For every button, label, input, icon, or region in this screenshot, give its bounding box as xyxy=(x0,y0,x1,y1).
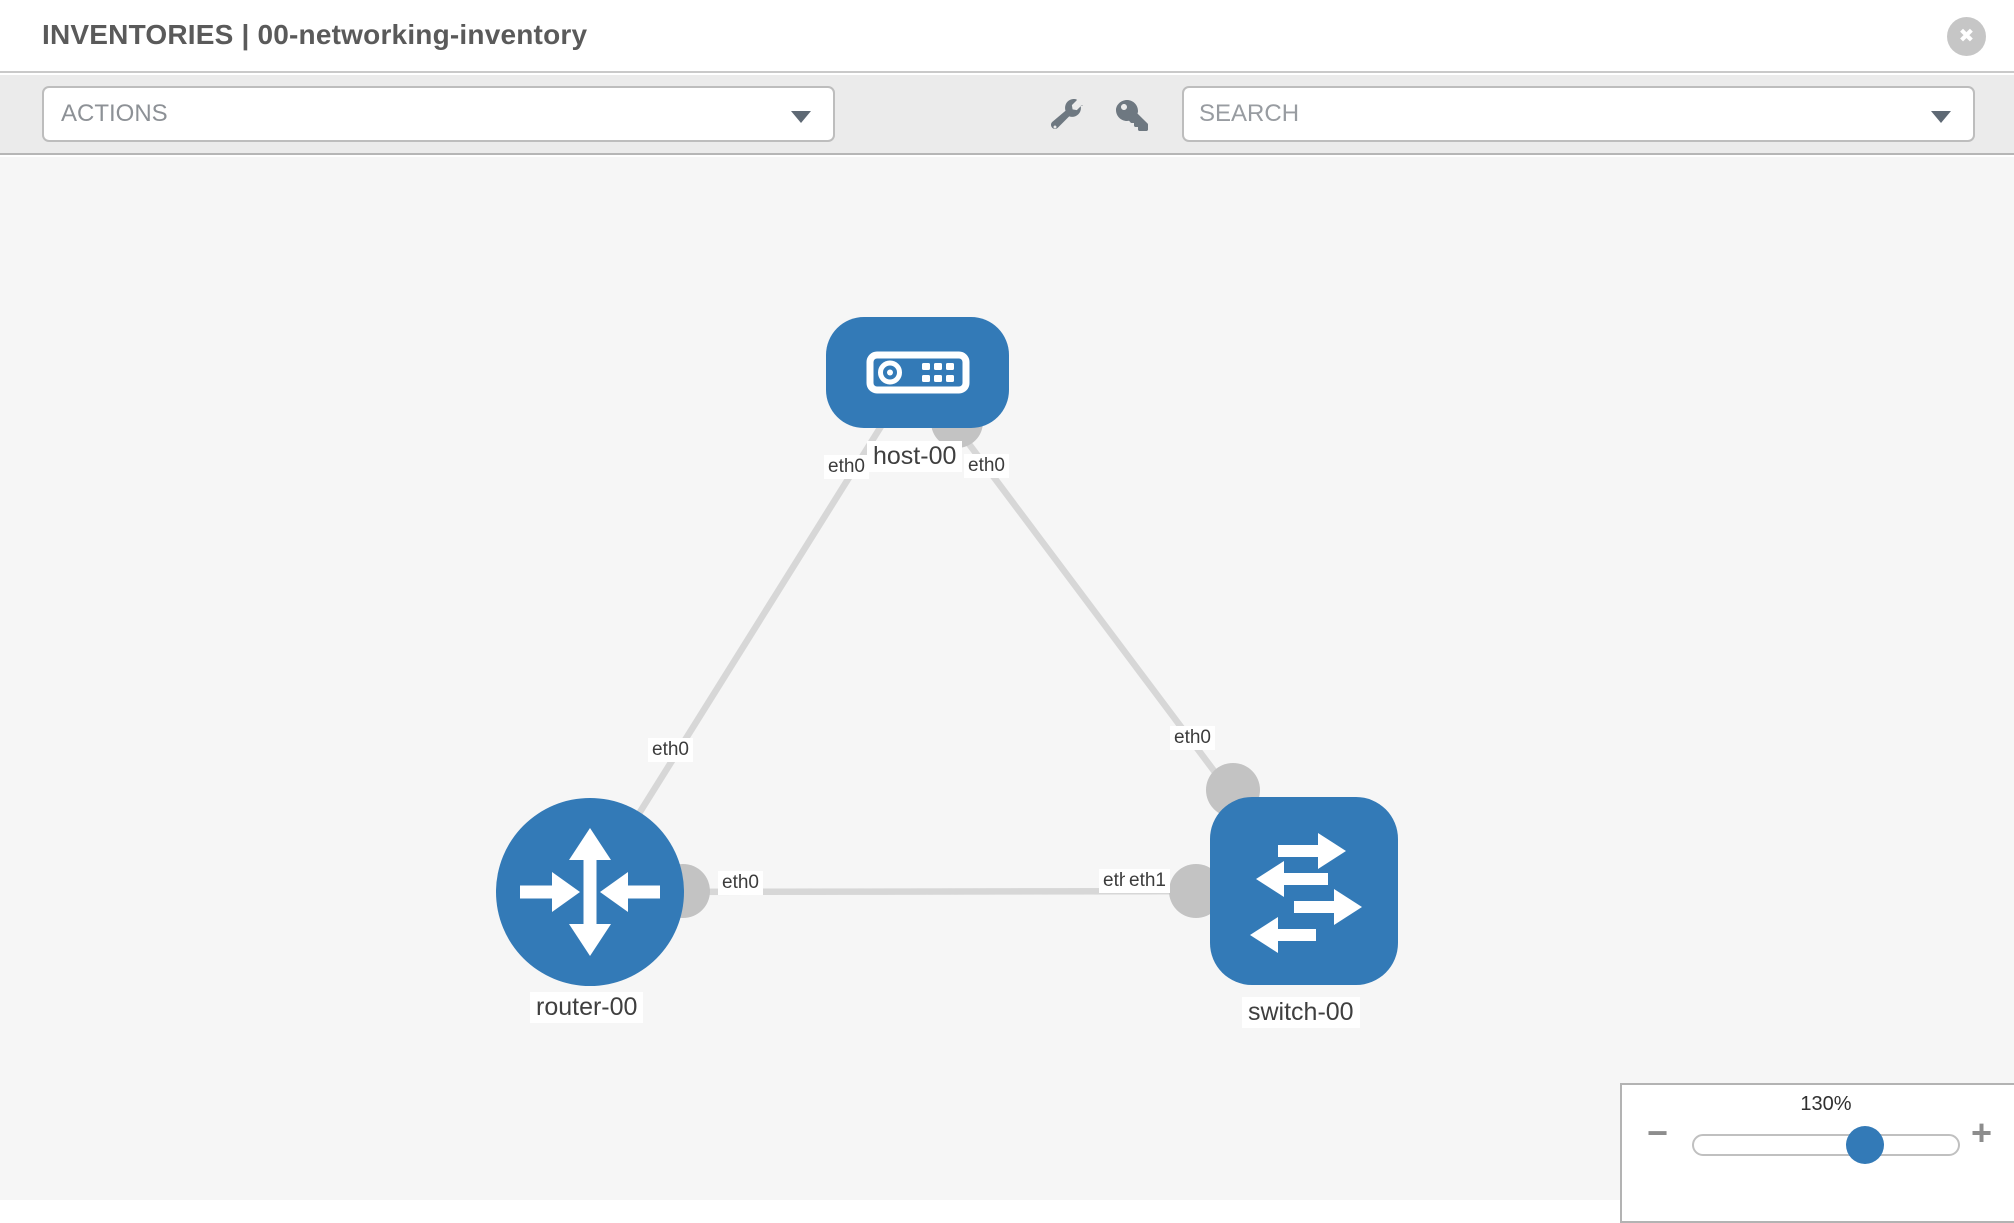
iface-label-switch-to-router: eth1 xyxy=(1125,869,1170,893)
node-switch-00[interactable] xyxy=(1210,797,1398,985)
close-icon[interactable]: ✖ xyxy=(1947,17,1986,56)
iface-label-host-to-router: eth0 xyxy=(824,455,869,479)
page-title: INVENTORIES | 00-networking-inventory xyxy=(42,19,588,50)
switch-icon xyxy=(1250,833,1362,953)
chevron-down-icon xyxy=(1931,111,1951,123)
wrench-icon xyxy=(1050,98,1083,129)
topology-canvas[interactable] xyxy=(0,157,2014,1200)
zoom-slider-thumb[interactable] xyxy=(1846,1126,1884,1164)
iface-label-router-to-switch: eth0 xyxy=(718,871,763,895)
iface-label-host-to-switch: eth0 xyxy=(964,454,1009,478)
credentials-key-button[interactable] xyxy=(1116,99,1148,131)
zoom-in-button[interactable]: + xyxy=(1971,1112,1993,1153)
node-label-host: host-00 xyxy=(867,441,963,472)
zoom-level-value: 130% xyxy=(1800,1093,1852,1115)
zoom-control-panel: 130% − + xyxy=(1620,1083,2014,1223)
search-dropdown[interactable] xyxy=(1182,86,1975,142)
host-icon xyxy=(866,351,970,394)
node-label-router: router-00 xyxy=(530,992,644,1023)
tools-wrench-button[interactable] xyxy=(1050,98,1083,131)
toolbar: ACTIONS xyxy=(0,75,2014,155)
breadcrumb-header: INVENTORIES | 00-networking-inventory ✖ xyxy=(0,0,2014,73)
key-icon xyxy=(1116,100,1148,131)
chevron-down-icon xyxy=(791,111,811,123)
zoom-out-button[interactable]: − xyxy=(1647,1112,1669,1153)
iface-label-switch-to-host: eth0 xyxy=(1170,726,1215,750)
actions-dropdown[interactable]: ACTIONS xyxy=(42,86,835,142)
node-router-00[interactable] xyxy=(496,798,684,986)
router-icon xyxy=(520,828,660,956)
node-host-00[interactable] xyxy=(826,317,1009,428)
actions-dropdown-label: ACTIONS xyxy=(61,100,168,127)
iface-label-router-to-host: eth0 xyxy=(648,738,693,762)
zoom-slider-track[interactable] xyxy=(1692,1134,1960,1156)
node-label-switch: switch-00 xyxy=(1242,997,1360,1028)
search-input[interactable] xyxy=(1199,100,1839,128)
